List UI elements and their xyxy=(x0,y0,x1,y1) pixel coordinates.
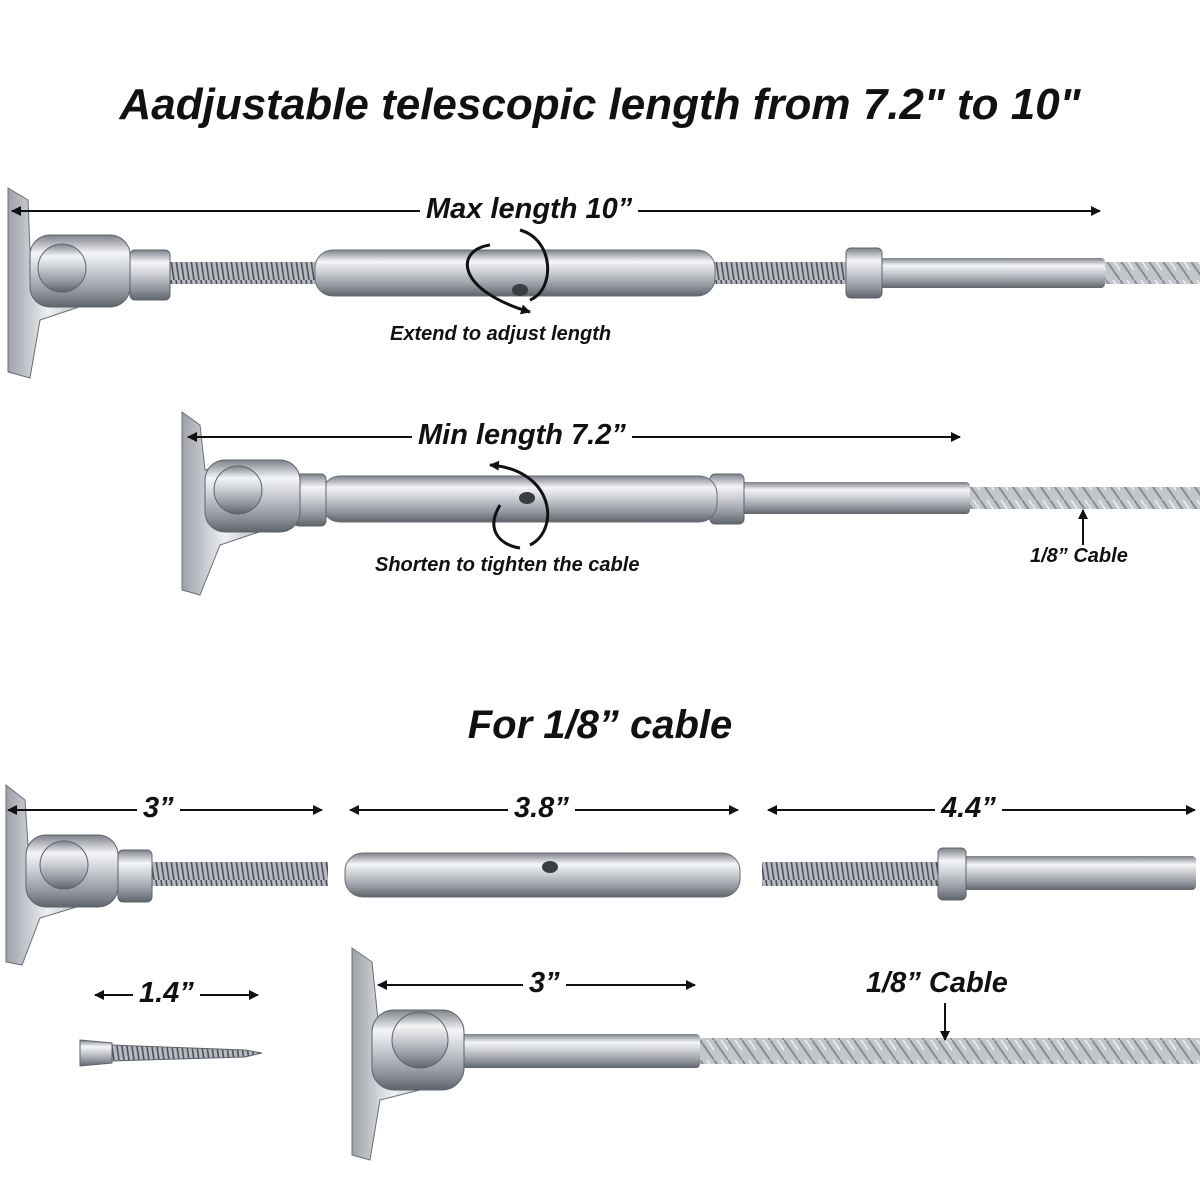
hex-nut xyxy=(845,247,883,299)
adjust-hole xyxy=(519,492,535,504)
part-screw xyxy=(79,990,263,1067)
screw-head xyxy=(79,1039,113,1067)
rotation-arrow xyxy=(489,460,550,547)
headline: Aadjustable telescopic length from 7.2" … xyxy=(119,80,1081,129)
adjust-hole xyxy=(512,284,528,296)
swage-sleeve xyxy=(445,1034,700,1068)
screw-shank xyxy=(111,1044,263,1062)
hex-nut xyxy=(937,847,967,901)
max-length-label: Max length 10” xyxy=(420,193,639,226)
cable-wire xyxy=(1100,262,1200,284)
bolt-length-label: 3” xyxy=(137,792,180,825)
body-length-label: 3.8” xyxy=(508,792,575,825)
threaded-rod xyxy=(165,262,325,284)
part-deck-toggle-bolt xyxy=(5,783,328,966)
stud-length-label: 4.4” xyxy=(935,792,1002,825)
part-threaded-stud xyxy=(762,805,1196,901)
rotation-arrow-back xyxy=(519,228,550,302)
min-length-label: Min length 7.2” xyxy=(412,419,632,452)
swage-sleeve xyxy=(960,856,1196,890)
hex-nut xyxy=(129,249,171,301)
toggle-pin xyxy=(213,465,263,515)
swage-sleeve xyxy=(880,258,1105,288)
cable-note: 1/8” Cable xyxy=(1030,545,1128,567)
threaded-rod xyxy=(140,862,328,886)
toggle-pin xyxy=(37,243,87,293)
max-length-assembly xyxy=(7,187,1200,379)
rotation-arrow-back xyxy=(492,504,521,550)
swage-sleeve xyxy=(735,482,970,514)
threaded-rod xyxy=(762,862,942,886)
threaded-rod xyxy=(705,262,855,284)
rotation-arrow xyxy=(465,243,531,315)
parts-heading: For 1/8” cable xyxy=(467,703,733,747)
screw-length-label: 1.4” xyxy=(133,977,200,1010)
toggle-pin xyxy=(391,1011,449,1069)
part-swage-toggle xyxy=(351,947,1200,1161)
swage-length-label: 3” xyxy=(523,967,566,1000)
turnbuckle-body xyxy=(314,249,716,297)
cable-wire xyxy=(695,1038,1200,1064)
cable-wire xyxy=(965,487,1200,509)
extend-note: Extend to adjust length xyxy=(390,323,612,345)
adjust-hole xyxy=(542,861,558,873)
min-length-assembly xyxy=(181,411,1200,596)
hex-nut xyxy=(117,849,153,903)
turnbuckle-body xyxy=(344,852,741,898)
part-turnbuckle-body xyxy=(344,805,741,898)
toggle-pin xyxy=(39,840,89,890)
cable-label: 1/8” Cable xyxy=(860,967,1014,1000)
shorten-note: Shorten to tighten the cable xyxy=(375,554,640,576)
